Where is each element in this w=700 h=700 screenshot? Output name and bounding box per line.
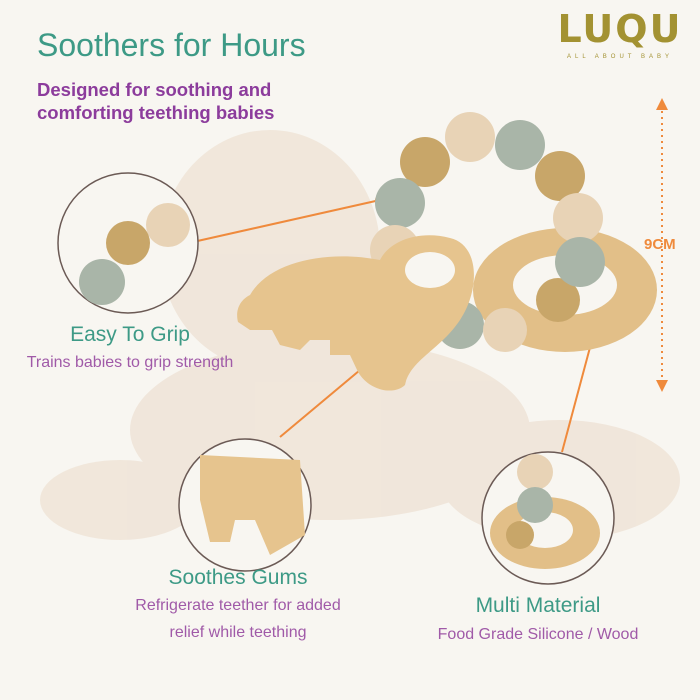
feature-desc-grip: Trains babies to grip strength — [26, 354, 234, 371]
page-subtitle: Designed for soothing and comforting tee… — [37, 79, 275, 123]
silicone-beads — [370, 112, 605, 352]
feature-title-material: Multi Material — [475, 594, 601, 617]
feature-title-gums: Soothes Gums — [168, 566, 308, 589]
page-title: Soothers for Hours — [37, 27, 306, 63]
feature-desc-gums-2: relief while teething — [169, 624, 307, 641]
brand-logo: LUQU ALL ABOUT BABY — [545, 6, 695, 62]
logo-text: LUQU — [557, 7, 683, 51]
detail-circle-material — [481, 451, 615, 585]
feature-desc-material: Food Grade Silicone / Wood — [437, 626, 639, 643]
dimension-arrow — [656, 98, 668, 392]
detail-circle-gums — [178, 438, 312, 572]
elephant-hole — [405, 252, 455, 288]
dimension-label: 9CM — [644, 236, 676, 253]
logo-tagline: ALL ABOUT BABY — [566, 54, 674, 60]
feature-desc-gums-1: Refrigerate teether for added — [135, 597, 341, 614]
detail-circle-grip — [57, 172, 199, 314]
feature-title-grip: Easy To Grip — [70, 323, 190, 346]
